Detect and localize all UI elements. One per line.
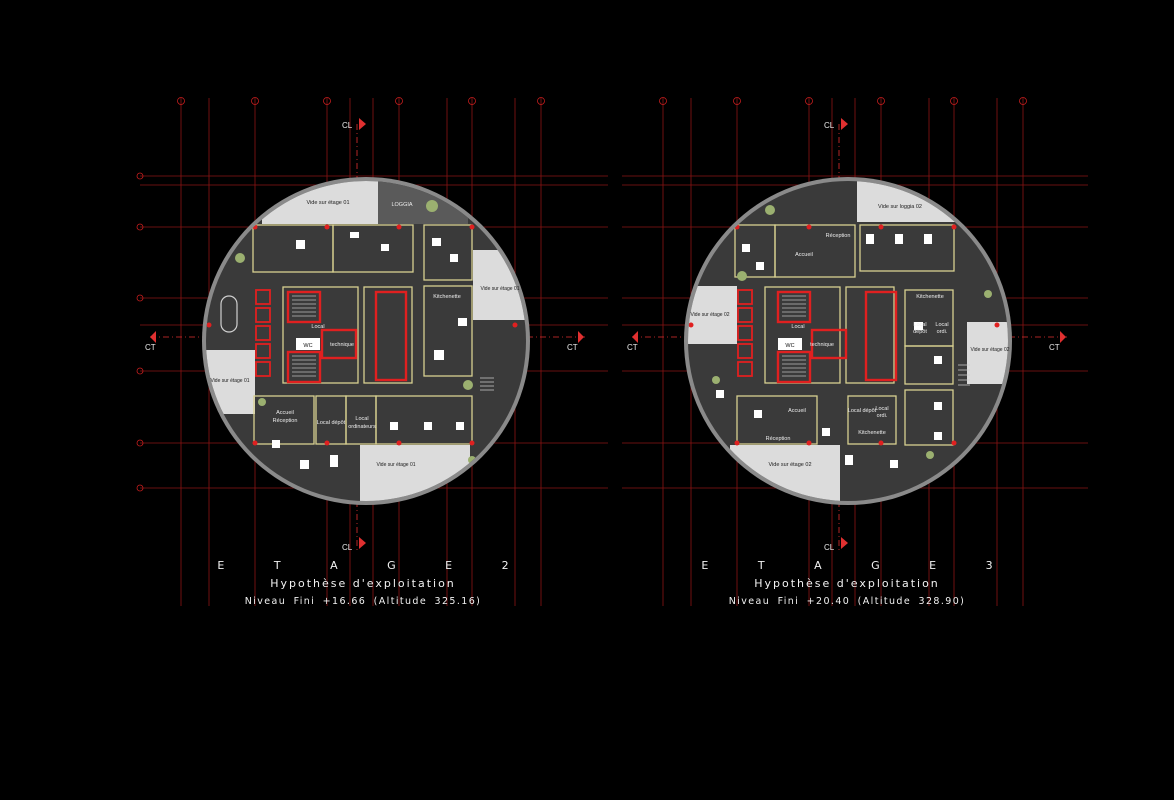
columns [688,224,1000,446]
caption-etage-3: E T A G E 3 Hypothèse d'exploitation Niv… [667,558,1027,610]
void-bottom [730,445,840,501]
label-local-ordinateurs-1: Local [355,416,368,422]
label-local-depot-2: dépôt [913,329,927,335]
grid-row-markers [136,172,144,492]
plan-level: Niveau Fini +16.66 (Altitude 325.16) [244,596,482,607]
label-technique: technique [810,342,834,348]
floor-plan-etage-2: CL CL CT CT [136,97,608,606]
section-marker-cl-top: CL [824,121,835,130]
label-vide-loggia: Vide sur loggia 02 [878,204,922,210]
floor-slab [688,181,1008,501]
plan-level: Niveau Fini +20.40 (Altitude 328.90) [728,596,966,607]
label-local: Local [311,324,324,330]
plants [235,200,476,464]
label-local-ordinateurs-2: ordinateurs [348,424,376,430]
section-marker-ct-right: CT [1049,343,1060,352]
room-labels: Vide sur loggia 02 Vide sur étage 02 Vid… [690,204,1009,468]
label-vide-left: Vide sur étage 01 [210,378,249,384]
room-labels: Vide sur étage 01 LOGGIA Vide sur étage … [210,200,519,468]
label-reception-bottom: Réception [766,436,791,442]
label-vide-bottom: Vide sur étage 01 [376,462,415,468]
core-walls [286,290,408,384]
label-local-depot-1: Local [913,322,926,328]
core-stairs [782,295,806,377]
label-vide-bottom: Vide sur étage 02 [768,462,811,468]
conference-table [220,295,238,333]
core-stairs [292,295,316,377]
room-labels-dark: Réception Accueil Kitchenette Local tech… [766,233,949,442]
label-accueil-top: Accueil [795,252,813,258]
core-walls [776,290,898,384]
plan-title: E T A G E 2 [217,559,532,572]
label-local-ordi-1: Local [935,322,948,328]
section-marker-ct-left: CT [145,343,156,352]
grid-axis-markers [659,97,1027,105]
label-wc: WC [785,343,794,349]
shafts [255,289,271,377]
desks [272,232,467,469]
label-local-depot: Local dépôt [317,420,346,426]
label-vide-right: Vide sur étage 01 [480,286,519,292]
stair-steps [958,364,970,386]
room-labels-dark: Kitchenette Local technique WC Accueil R… [273,294,461,430]
section-marker-cl-bottom: CL [342,543,353,552]
caption-etage-2: E T A G E 2 Hypothèse d'exploitation Niv… [183,558,543,610]
label-vide-top: Vide sur étage 01 [306,200,349,206]
label-kitchenette: Kitchenette [433,294,461,300]
section-marker-cl-top: CL [342,121,353,130]
void-right [967,322,1008,384]
desks [716,234,942,468]
section-marker-ct-left: CT [627,343,638,352]
shafts [737,289,753,377]
grid-axis-markers [177,97,545,105]
loggia [378,181,468,224]
plan-subtitle: Hypothèse d'exploitation [270,577,456,590]
label-loggia: LOGGIA [391,202,412,208]
columns [206,224,518,446]
label-vide-left: Vide sur étage 02 [690,312,729,318]
label-kitchenette-bottom: Kitchenette [858,430,886,436]
section-marker-cl-bottom: CL [824,543,835,552]
section-arrows [632,118,1066,549]
label-vide-right: Vide sur étage 02 [970,347,1009,353]
plan-subtitle: Hypothèse d'exploitation [754,577,940,590]
label-local-ordi-b1: Local [875,406,888,412]
label-accueil: Accueil [276,410,294,416]
partitions [252,224,473,445]
label-accueil-bottom: Accueil [788,408,806,414]
void-left [688,286,737,344]
plan-title: E T A G E 3 [701,559,1016,572]
section-arrows [150,118,584,549]
label-reception: Réception [273,418,298,424]
label-technique: technique [330,342,354,348]
label-wc: WC [303,343,312,349]
floor-slab [206,181,526,501]
label-local-ordi-2: ordi. [937,329,948,335]
label-local-ordi-b2: ordi. [877,413,888,419]
floor-plan-etage-3: CL CL CT CT [622,97,1088,606]
label-reception-top: Réception [826,233,851,239]
label-kitchenette-top: Kitchenette [916,294,944,300]
plan-interior [206,181,526,501]
stair-steps [480,377,494,391]
wc-box [778,338,802,350]
section-marker-ct-right: CT [567,343,578,352]
plants [712,205,992,459]
partitions [734,224,955,446]
label-local: Local [791,324,804,330]
wc-box [296,338,320,350]
label-local-depot-b: Local dépôt [848,408,877,414]
